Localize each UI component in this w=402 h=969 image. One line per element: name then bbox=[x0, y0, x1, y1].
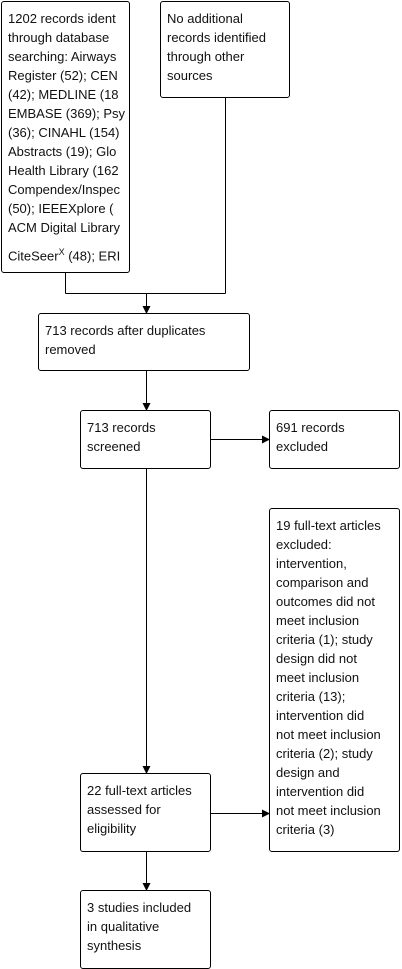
database-line-last: CiteSeerX (48); ERI bbox=[8, 243, 123, 265]
database-line: searching: Airways bbox=[8, 49, 117, 64]
assessed-box: 22 full-text articles assessed for eligi… bbox=[80, 773, 211, 852]
fulltext-excluded-line: not meet inclusion bbox=[276, 803, 381, 818]
database-line: (42); MEDLINE (18 bbox=[8, 87, 119, 102]
citeseer-label: CiteSeer bbox=[8, 248, 59, 264]
database-records-box: 1202 records ident through database sear… bbox=[1, 1, 130, 273]
included-line: in qualitative bbox=[87, 919, 160, 934]
database-line: (50); IEEEXplore ( bbox=[8, 201, 114, 216]
fulltext-excluded-line: meet inclusion bbox=[276, 613, 360, 628]
other-sources-line: through other bbox=[167, 49, 245, 64]
database-line: Register (52); CEN bbox=[8, 68, 118, 83]
screened-line: screened bbox=[87, 439, 141, 454]
assessed-line: assessed for bbox=[87, 802, 161, 817]
assessed-line: 22 full-text articles bbox=[87, 783, 192, 798]
included-line: 3 studies included bbox=[87, 900, 192, 915]
database-line: Abstracts (19); Glo bbox=[8, 144, 117, 159]
fulltext-excluded-line: intervention did bbox=[276, 784, 365, 799]
fulltext-excluded-line: intervention did bbox=[276, 708, 365, 723]
excluded-line: 691 records bbox=[276, 420, 345, 435]
included-box: 3 studies included in qualitative synthe… bbox=[80, 890, 211, 969]
database-line: ACM Digital Library bbox=[8, 220, 120, 235]
after-duplicates-box: 713 records after duplicates removed bbox=[38, 313, 250, 371]
other-sources-box: No additional records identified through… bbox=[160, 1, 290, 98]
other-sources-line: sources bbox=[167, 68, 213, 83]
after-duplicates-line: removed bbox=[45, 342, 96, 357]
fulltext-excluded-line: criteria (2); study bbox=[276, 746, 373, 761]
fulltext-excluded-line: criteria (13); bbox=[276, 689, 346, 704]
citeseer-count: (48); ERI bbox=[64, 248, 121, 264]
fulltext-excluded-line: 19 full-text articles bbox=[276, 518, 381, 533]
assessed-line: eligibility bbox=[87, 821, 137, 836]
database-line: Compendex/Inspec bbox=[8, 182, 121, 197]
fulltext-excluded-line: outcomes did not bbox=[276, 594, 376, 609]
fulltext-excluded-line: criteria (3) bbox=[276, 822, 335, 837]
database-line: (36); CINAHL (154) bbox=[8, 125, 120, 140]
fulltext-excluded-box: 19 full-text articles excluded: interven… bbox=[269, 508, 400, 852]
database-line: 1202 records ident bbox=[8, 11, 116, 26]
database-line: Health Library (162 bbox=[8, 163, 119, 178]
screened-box: 713 records screened bbox=[80, 410, 211, 469]
other-sources-line: records identified bbox=[167, 30, 266, 45]
excluded-line: excluded bbox=[276, 439, 329, 454]
citeseer-superscript: X bbox=[58, 247, 65, 257]
fulltext-excluded-line: criteria (1); study bbox=[276, 632, 373, 647]
fulltext-excluded-line: excluded: bbox=[276, 537, 332, 552]
excluded-box: 691 records excluded bbox=[269, 410, 400, 469]
fulltext-excluded-line: design and bbox=[276, 765, 340, 780]
fulltext-excluded-line: meet inclusion bbox=[276, 670, 360, 685]
screened-line: 713 records bbox=[87, 420, 156, 435]
fulltext-excluded-line: intervention, bbox=[276, 556, 347, 571]
fulltext-excluded-line: design did not bbox=[276, 651, 357, 666]
other-sources-line: No additional bbox=[167, 11, 243, 26]
included-line: synthesis bbox=[87, 938, 142, 953]
after-duplicates-line: 713 records after duplicates bbox=[45, 323, 206, 338]
fulltext-excluded-line: comparison and bbox=[276, 575, 369, 590]
database-line: through database bbox=[8, 30, 110, 45]
fulltext-excluded-line: not meet inclusion bbox=[276, 727, 381, 742]
database-line: EMBASE (369); Psy bbox=[8, 106, 126, 121]
